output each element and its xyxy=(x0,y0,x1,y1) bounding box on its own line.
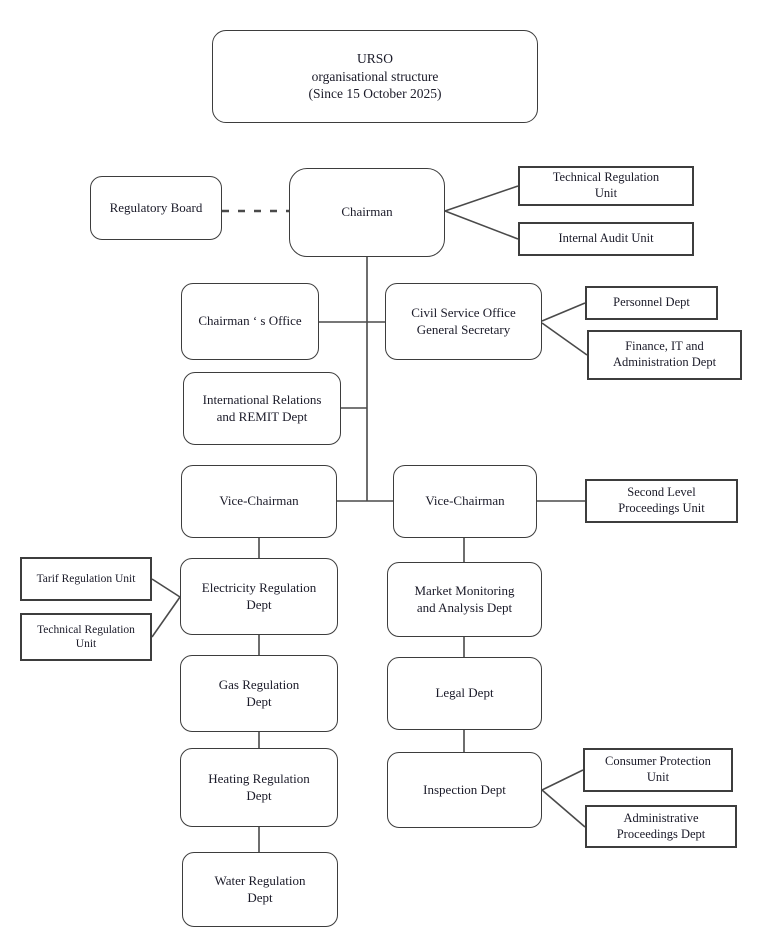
connector-inspection-consumer xyxy=(541,769,584,791)
node-electricity-regulation-dept: Electricity Regulation Dept xyxy=(180,558,338,635)
node-technical-regulation-unit-top: Technical Regulation Unit xyxy=(518,166,694,206)
node-finance-it-admin-dept: Finance, IT and Administration Dept xyxy=(587,330,742,380)
node-vice-chairman-right: Vice-Chairman xyxy=(393,465,537,538)
node-tarif-regulation-unit: Tarif Regulation Unit xyxy=(20,557,152,601)
connector-inspection-admin xyxy=(541,789,586,828)
node-gas-regulation-dept: Gas Regulation Dept xyxy=(180,655,338,732)
node-title: URSO organisational structure (Since 15 … xyxy=(212,30,538,123)
node-water-regulation-dept: Water Regulation Dept xyxy=(182,852,338,927)
connector-civil-personnel xyxy=(541,302,586,322)
node-civil-service-office: Civil Service Office General Secretary xyxy=(385,283,542,360)
node-second-level-proceedings-unit: Second Level Proceedings Unit xyxy=(585,479,738,523)
connector-civil-finance xyxy=(541,322,588,356)
node-consumer-protection-unit: Consumer Protection Unit xyxy=(583,748,733,792)
node-chairmans-office: Chairman ‘ s Office xyxy=(181,283,319,360)
node-market-monitoring-dept: Market Monitoring and Analysis Dept xyxy=(387,562,542,637)
node-administrative-proceedings-dept: Administrative Proceedings Dept xyxy=(585,805,737,848)
node-international-relations-dept: International Relations and REMIT Dept xyxy=(183,372,341,445)
node-legal-dept: Legal Dept xyxy=(387,657,542,730)
connector-technical-electricity xyxy=(151,596,181,638)
node-inspection-dept: Inspection Dept xyxy=(387,752,542,828)
node-technical-regulation-unit-left: Technical Regulation Unit xyxy=(20,613,152,661)
connector-chairman-technical-regulation xyxy=(444,185,519,212)
node-vice-chairman-left: Vice-Chairman xyxy=(181,465,337,538)
node-internal-audit-unit: Internal Audit Unit xyxy=(518,222,694,256)
connector-tarif-electricity xyxy=(151,578,181,598)
node-chairman: Chairman xyxy=(289,168,445,257)
connector-chairman-internal-audit xyxy=(444,210,519,240)
node-heating-regulation-dept: Heating Regulation Dept xyxy=(180,748,338,827)
node-personnel-dept: Personnel Dept xyxy=(585,286,718,320)
node-regulatory-board: Regulatory Board xyxy=(90,176,222,240)
